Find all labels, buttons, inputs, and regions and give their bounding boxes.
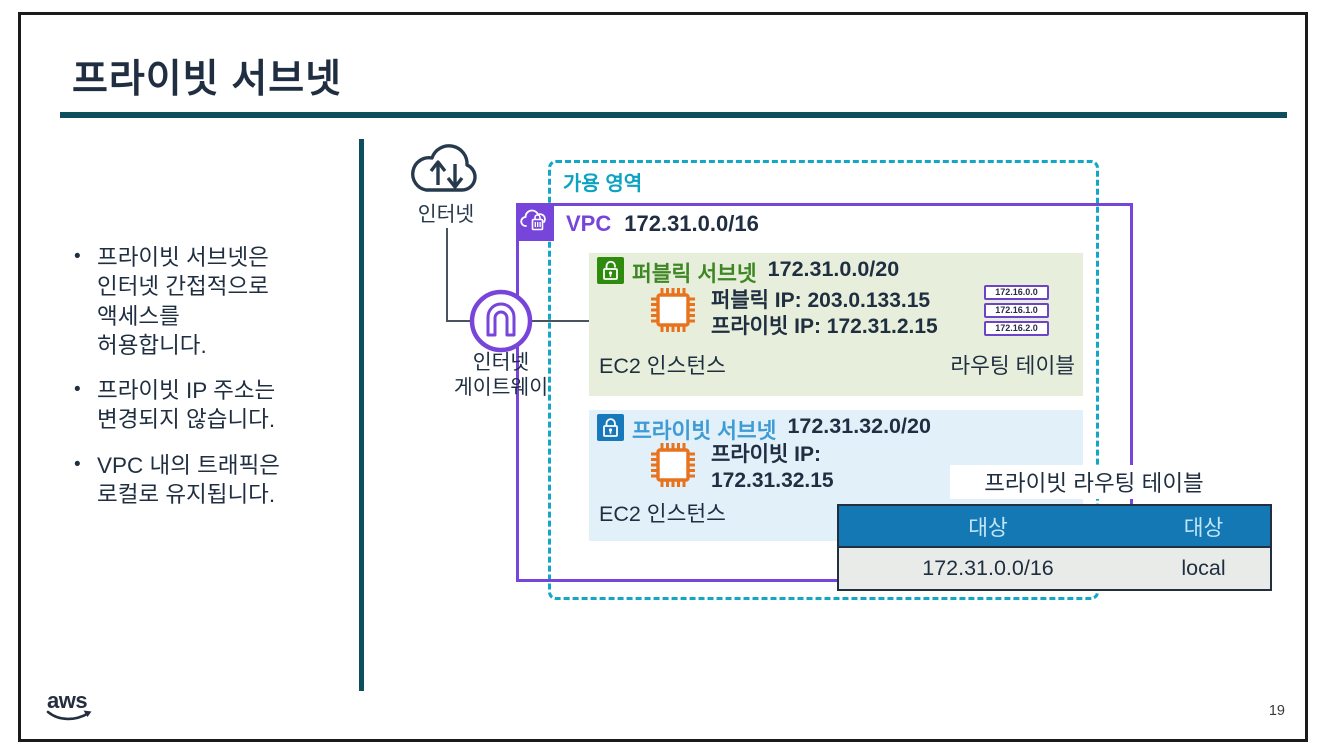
aws-logo-text: aws <box>47 688 87 713</box>
public-subnet-cidr: 172.31.0.0/20 <box>767 257 900 281</box>
private-route-table-title: 프라이빗 라우팅 테이블 <box>950 465 1238 499</box>
bullet-text: 프라이빗 IP 주소는 변경되지 않습니다. <box>97 376 275 435</box>
bullet-item: 프라이빗 서브넷은 인터넷 간접적으로 액세스를 허용합니다. <box>74 243 366 360</box>
public-subnet-label: 퍼블릭 서브넷 <box>632 262 757 286</box>
bullet-text: 프라이빗 서브넷은 인터넷 간접적으로 액세스를 허용합니다. <box>97 243 269 360</box>
route-table-header: 대상 대상 <box>839 506 1270 546</box>
route-entry: 172.16.1.0 <box>984 303 1049 318</box>
bullet-text: VPC 내의 트래픽은 로컬로 유지됩니다. <box>97 451 280 510</box>
connector-igw-to-subnet <box>530 320 589 322</box>
ec2-instance-icon <box>651 443 695 487</box>
public-ec2-label: EC2 인스턴스 <box>599 354 726 378</box>
route-table-row: 172.31.0.0/16 local <box>839 546 1270 589</box>
private-ip-value: 172.31.32.15 <box>711 469 834 492</box>
availability-zone-label: 가용 영역 <box>563 173 643 195</box>
header-destination: 대상 <box>968 515 1008 540</box>
bullet-item: 프라이빗 IP 주소는 변경되지 않습니다. <box>74 376 366 435</box>
connector-internet-vertical <box>446 228 448 322</box>
public-subnet-title: 퍼블릭 서브넷 172.31.0.0/20 <box>632 257 899 288</box>
route-entry: 172.16.0.0 <box>984 285 1049 300</box>
vpc-icon <box>516 203 554 241</box>
bullet-line: 허용합니다. <box>97 332 207 358</box>
cell-target: local <box>1181 556 1226 580</box>
public-instance-ips: 퍼블릭 IP: 203.0.133.15 프라이빗 IP: 172.31.2.1… <box>711 288 938 340</box>
private-subnet-icon <box>597 414 624 441</box>
slide-title: 프라이빗 서브넷 <box>72 58 342 101</box>
vpc-title: VPC 172.31.0.0/16 <box>566 211 759 237</box>
connector-internet-to-igw <box>446 320 474 322</box>
slide-border <box>18 12 1308 742</box>
private-ip-line: 프라이빗 IP: 172.31.2.15 <box>711 315 938 338</box>
aws-logo: aws <box>46 688 92 721</box>
igw-label-line2: 게이트웨이 <box>453 375 549 399</box>
bullet-line: 프라이빗 IP 주소는 <box>97 378 276 403</box>
bullet-line: 로컬로 유지됩니다. <box>97 481 276 507</box>
route-table-label: 라우팅 테이블 <box>950 354 1075 378</box>
private-route-table: 대상 대상 172.31.0.0/16 local <box>837 504 1272 591</box>
public-ip-line: 퍼블릭 IP: 203.0.133.15 <box>711 289 931 312</box>
internet-gateway-icon <box>469 289 533 353</box>
private-ec2-label: EC2 인스턴스 <box>599 502 726 526</box>
igw-label-line1: 인터넷 <box>472 351 530 374</box>
title-underline <box>60 112 1287 118</box>
bullet-dot <box>74 451 86 510</box>
bullet-line: 인터넷 간접적으로 <box>97 274 269 300</box>
vpc-label: VPC <box>566 211 612 236</box>
availability-zone-box <box>548 160 1099 600</box>
bullet-line: 프라이빗 서브넷은 <box>97 245 269 270</box>
vertical-divider <box>359 139 364 691</box>
bullet-list: 프라이빗 서브넷은 인터넷 간접적으로 액세스를 허용합니다. 프라이빗 IP … <box>74 243 366 525</box>
bullet-line: VPC 내의 트래픽은 <box>97 452 280 478</box>
page-number: 19 <box>1268 703 1285 719</box>
private-subnet-cidr: 172.31.32.0/20 <box>787 414 931 438</box>
private-subnet-title: 프라이빗 서브넷 172.31.32.0/20 <box>632 414 931 445</box>
vpc-cidr: 172.31.0.0/16 <box>624 211 759 236</box>
private-ip-label: 프라이빗 IP: <box>711 443 821 466</box>
public-subnet-icon <box>597 257 624 284</box>
route-table-icon: 172.16.0.0 172.16.1.0 172.16.2.0 <box>984 285 1049 336</box>
private-subnet-label: 프라이빗 서브넷 <box>632 419 777 443</box>
route-entry: 172.16.2.0 <box>984 321 1049 336</box>
internet-label: 인터넷 <box>417 203 475 226</box>
private-instance-ips: 프라이빗 IP: 172.31.32.15 <box>711 442 834 494</box>
vpc-box <box>516 203 1133 582</box>
bullet-item: VPC 내의 트래픽은 로컬로 유지됩니다. <box>74 451 366 510</box>
ec2-instance-icon <box>651 288 695 332</box>
cell-destination: 172.31.0.0/16 <box>922 556 1054 580</box>
bullet-dot <box>74 243 86 360</box>
internet-gateway-label: 인터넷 게이트웨이 <box>428 351 574 400</box>
header-target: 대상 <box>1183 515 1224 540</box>
internet-cloud-icon <box>411 144 477 192</box>
bullet-dot <box>74 376 86 435</box>
public-subnet-box: 퍼블릭 서브넷 172.31.0.0/20 퍼블릭 IP: 203.0.133.… <box>589 253 1083 396</box>
bullet-line: 액세스를 <box>97 303 180 329</box>
bullet-line: 변경되지 않습니다. <box>97 407 276 433</box>
